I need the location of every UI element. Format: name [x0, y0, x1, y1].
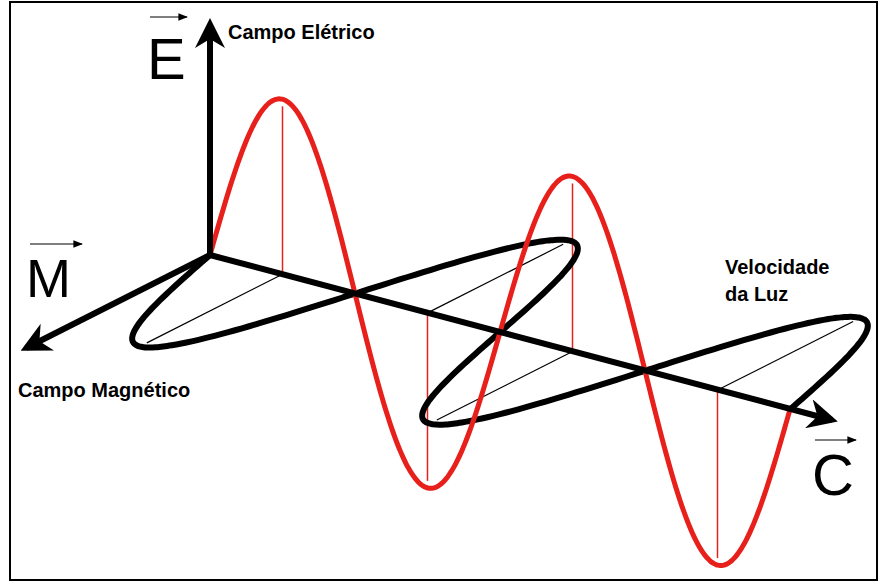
vector-overline — [815, 439, 856, 440]
magnetic-wave — [132, 240, 868, 425]
field-symbol: E — [147, 30, 186, 88]
magnetic-vector — [718, 322, 854, 391]
frame — [10, 2, 877, 580]
electric-vector — [427, 313, 429, 481]
velocity-axis — [210, 255, 832, 420]
axis-label: Campo Magnético — [18, 380, 190, 400]
magnetic-vector — [147, 274, 283, 343]
electric-vector — [282, 106, 284, 274]
magnetic-vector — [437, 351, 573, 420]
magnetic-vector — [428, 244, 564, 313]
field-symbol: M — [26, 251, 71, 305]
axis-label: Campo Elétrico — [228, 22, 375, 42]
vector-overline — [150, 16, 187, 17]
magnetic-vectors — [147, 244, 853, 420]
electric-axis — [207, 24, 213, 255]
field-symbol: C — [812, 446, 854, 504]
axis-label: Velocidade da Luz — [725, 254, 845, 308]
electric-vector — [717, 390, 719, 558]
electric-vector — [572, 183, 574, 351]
vector-overline — [30, 243, 82, 244]
